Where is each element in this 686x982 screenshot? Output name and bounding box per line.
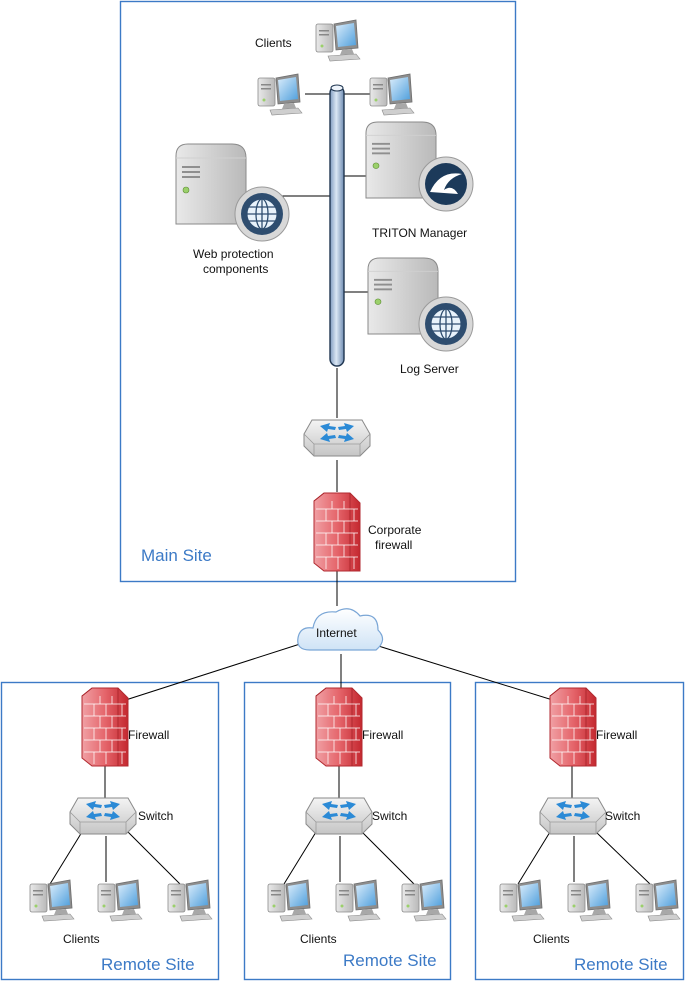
client-computer-icon xyxy=(499,879,545,922)
client-computer-icon xyxy=(567,879,613,922)
remote-site-3: Firewall Switch Clients Remote Site xyxy=(499,687,681,974)
log-server-label: Log Server xyxy=(400,362,459,376)
corporate-firewall-label-line1: Corporate xyxy=(368,523,422,537)
switch-icon xyxy=(69,797,137,835)
client-computer-icon xyxy=(257,73,303,116)
remote-switch-label: Switch xyxy=(138,809,173,823)
remote-site-label: Remote Site xyxy=(101,955,195,974)
client-computer-icon xyxy=(267,879,313,922)
log-server-icon xyxy=(367,257,474,352)
client-computer-icon xyxy=(29,879,75,922)
triton-manager-server-icon xyxy=(365,121,474,212)
corporate-firewall-label-line2: firewall xyxy=(375,538,412,552)
main-site-label: Main Site xyxy=(141,546,212,565)
remote-site-box-2 xyxy=(243,681,452,981)
firewall-icon xyxy=(315,687,363,767)
remote-site-box-1 xyxy=(0,681,220,981)
remote-site-label: Remote Site xyxy=(574,955,668,974)
network-backbone xyxy=(329,84,345,367)
remote-firewall-label: Firewall xyxy=(128,728,169,742)
client-computer-icon xyxy=(97,879,143,922)
internet-wires xyxy=(106,643,573,707)
remote-switch-label: Switch xyxy=(372,809,407,823)
firewall-icon xyxy=(549,687,597,767)
remote-site-2: Firewall Switch Clients Remote Site xyxy=(267,687,447,970)
remote-switch-label: Switch xyxy=(605,809,640,823)
web-protection-server-icon xyxy=(175,143,290,242)
switch-icon xyxy=(539,797,607,835)
firewall-icon xyxy=(81,687,129,767)
remote-site-label: Remote Site xyxy=(343,951,437,970)
internet-label: Internet xyxy=(316,626,357,640)
client-computer-icon xyxy=(369,73,415,116)
remote-site-1: Firewall Switch Clients Remote Site xyxy=(29,687,213,974)
main-switch-icon xyxy=(303,419,371,457)
remote-firewall-label: Firewall xyxy=(362,728,403,742)
client-computer-icon xyxy=(401,879,447,922)
remote-clients-label: Clients xyxy=(300,932,337,946)
switch-icon xyxy=(305,797,373,835)
corporate-firewall-icon xyxy=(313,492,361,572)
client-computer-icon xyxy=(335,879,381,922)
remote-clients-label: Clients xyxy=(533,932,570,946)
main-clients-label: Clients xyxy=(255,36,292,50)
main-site-box xyxy=(119,0,517,583)
client-computer-icon xyxy=(167,879,213,922)
cloud-icon xyxy=(297,608,384,651)
remote-clients-label: Clients xyxy=(63,932,100,946)
main-site-wires xyxy=(276,93,372,606)
remote-site-box-3 xyxy=(474,681,685,981)
remote-firewall-label: Firewall xyxy=(596,728,637,742)
client-computer-icon xyxy=(315,19,361,62)
client-computer-icon xyxy=(635,879,681,922)
web-protection-label-line2: components xyxy=(203,262,268,276)
web-protection-label-line1: Web protection xyxy=(193,247,274,261)
triton-manager-label: TRITON Manager xyxy=(372,226,467,240)
